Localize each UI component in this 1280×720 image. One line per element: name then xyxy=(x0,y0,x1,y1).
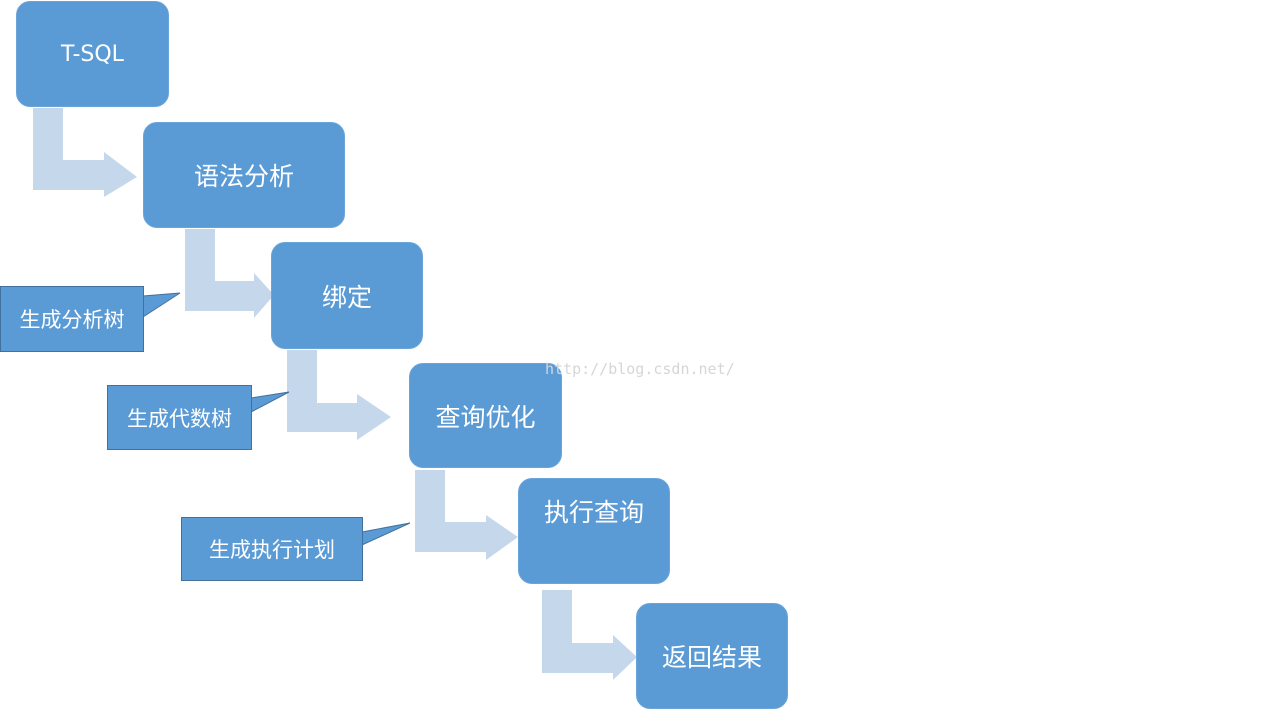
callout-parse-tree: 生成分析树 xyxy=(0,286,144,352)
bent-arrow-4 xyxy=(415,470,518,560)
watermark: http://blog.csdn.net/ xyxy=(545,360,735,378)
callout-1-pointer xyxy=(142,292,181,318)
step-binding-label: 绑定 xyxy=(321,282,372,312)
step-query-optimization-label: 查询优化 xyxy=(435,402,536,432)
callout-algebra-tree-label: 生成代数树 xyxy=(127,406,232,431)
step-query-optimization: 查询优化 xyxy=(409,363,562,468)
step-binding: 绑定 xyxy=(271,242,423,349)
bent-arrow-1 xyxy=(33,108,137,197)
callout-execution-plan: 生成执行计划 xyxy=(181,517,363,581)
bent-arrow-3 xyxy=(287,350,391,440)
callout-algebra-tree: 生成代数树 xyxy=(107,385,252,450)
callout-3-pointer xyxy=(361,522,411,546)
step-tsql-label: T-SQL xyxy=(61,41,124,67)
bent-arrow-2 xyxy=(185,229,274,318)
callout-execution-plan-label: 生成执行计划 xyxy=(209,538,335,562)
step-syntax-analysis: 语法分析 xyxy=(143,122,345,228)
step-return-results-label: 返回结果 xyxy=(661,643,762,672)
callout-2-pointer xyxy=(250,391,290,413)
step-return-results: 返回结果 xyxy=(636,603,788,709)
step-syntax-analysis-label: 语法分析 xyxy=(193,162,294,191)
step-tsql: T-SQL xyxy=(16,1,169,107)
callout-parse-tree-label: 生成分析树 xyxy=(19,308,125,332)
bent-arrow-5 xyxy=(542,590,637,680)
step-execute-query: 执行查询 xyxy=(518,478,670,584)
step-execute-query-label: 执行查询 xyxy=(543,498,644,527)
